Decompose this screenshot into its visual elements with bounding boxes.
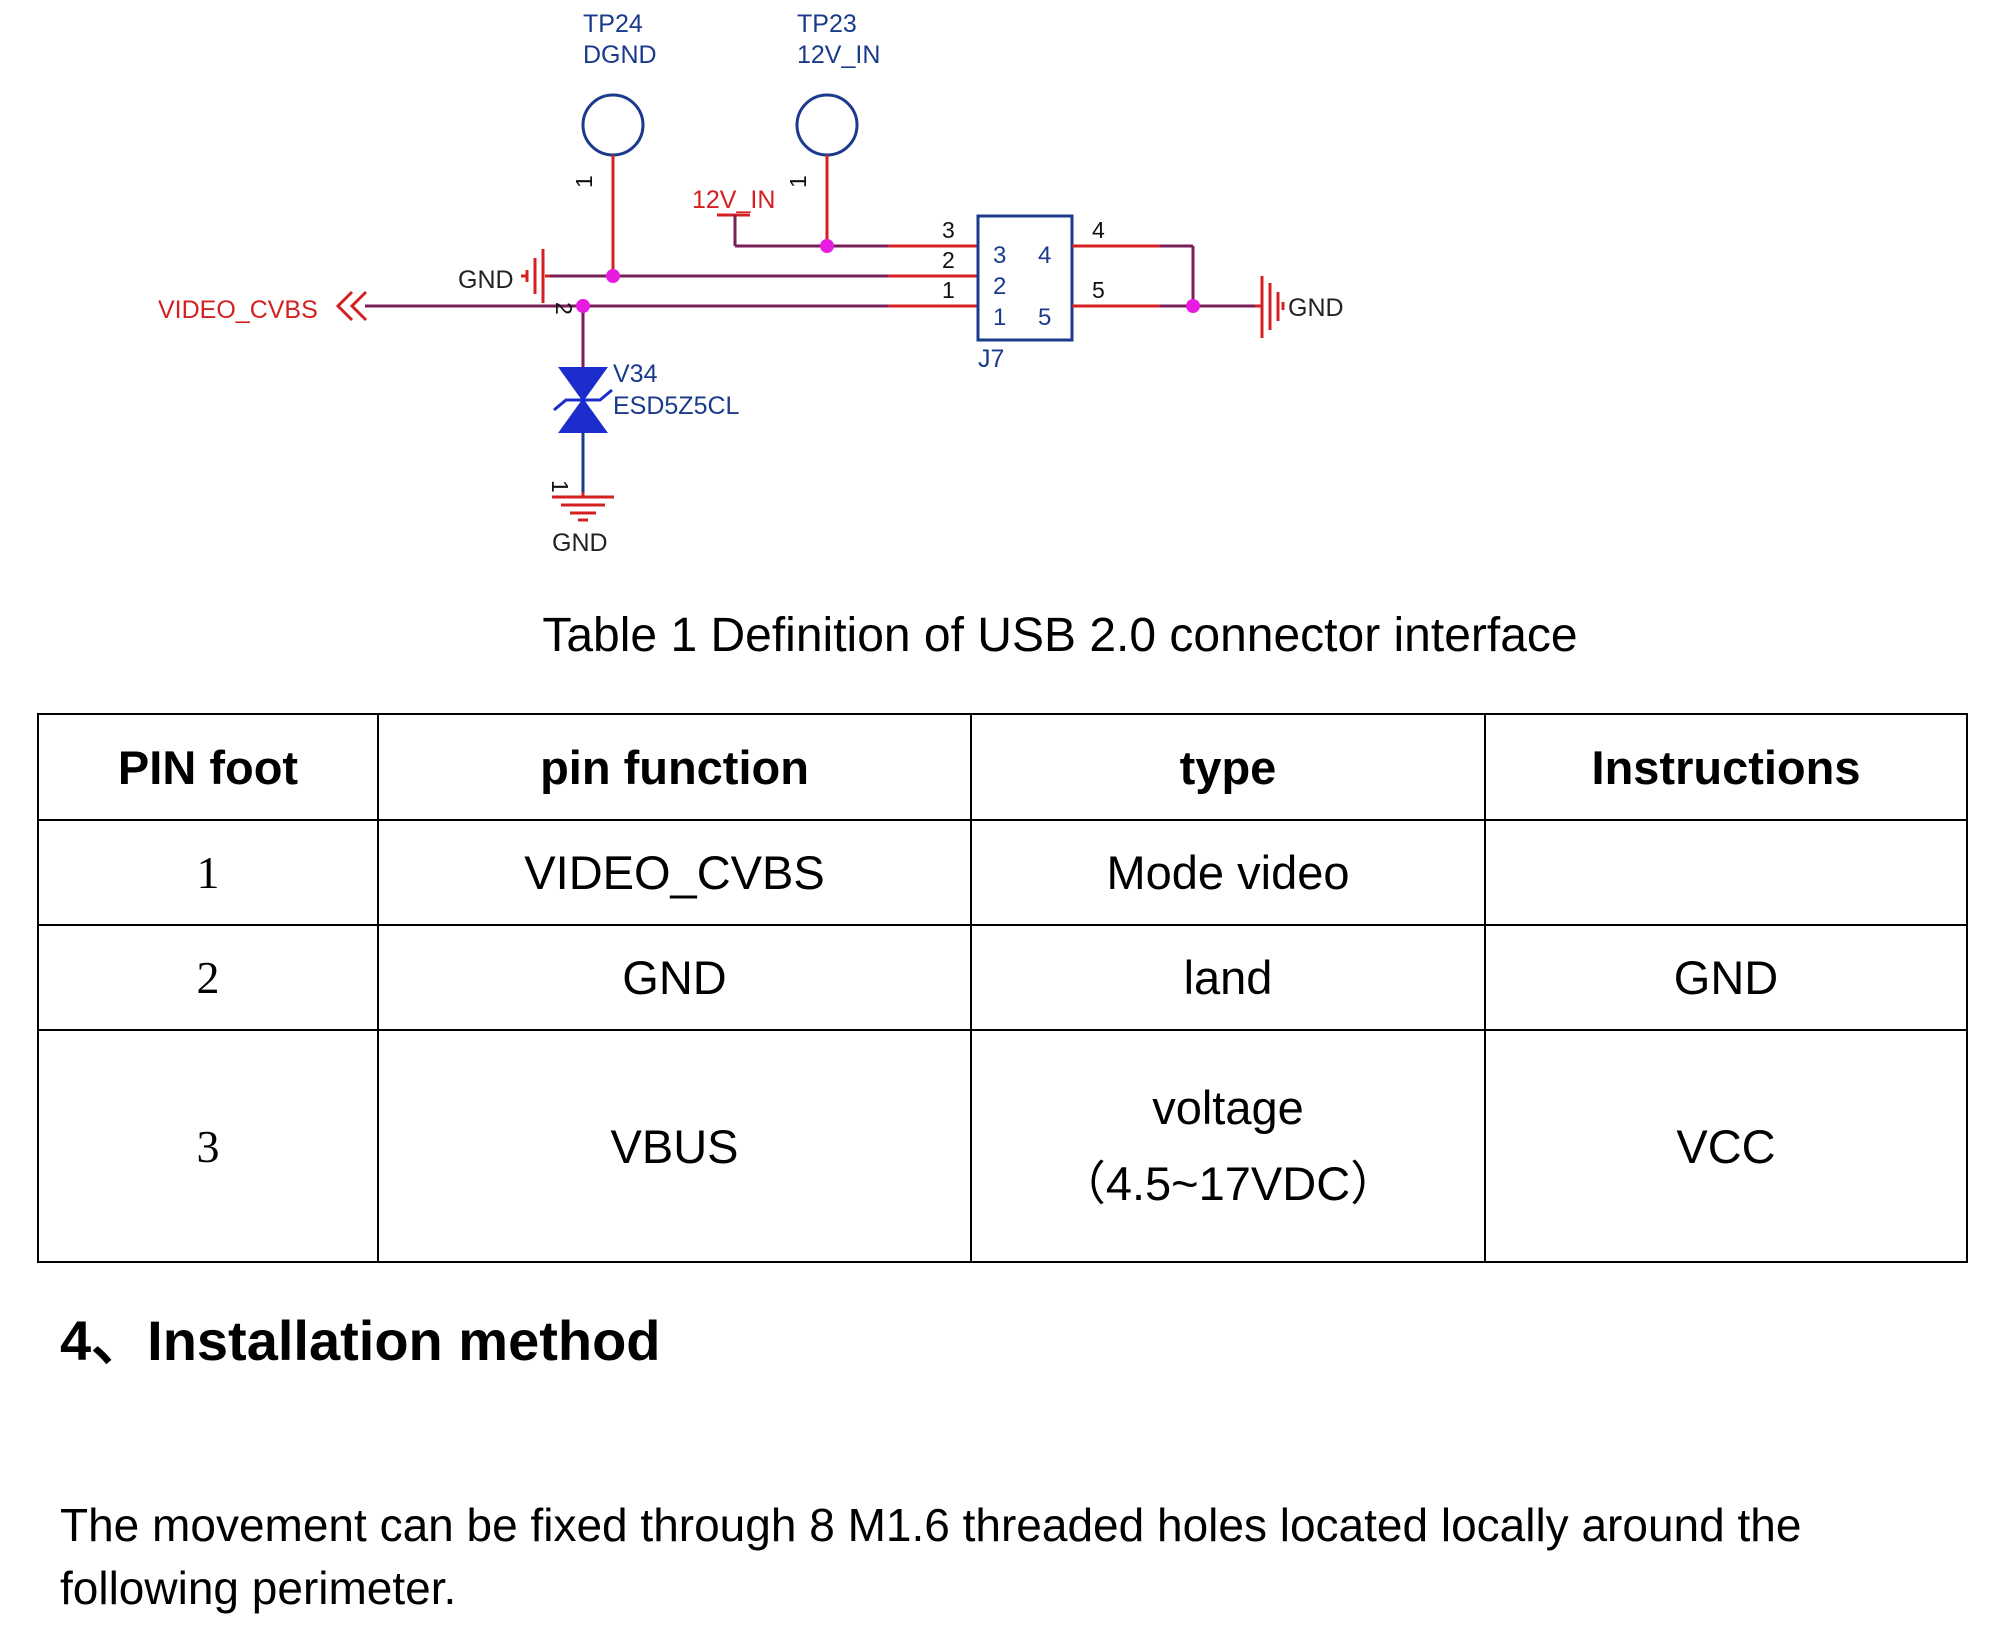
cell-function: GND: [377, 924, 972, 1031]
cell-function: VIDEO_CVBS: [377, 819, 972, 926]
tp23-pin-number: 1: [785, 175, 811, 188]
connector-inner-pin-4: 4: [1038, 242, 1051, 269]
right-gnd-label: GND: [1288, 294, 1344, 322]
connector-inner-pin-2: 2: [993, 273, 1006, 300]
junction-video: [576, 299, 590, 313]
diode-ref-label: V34: [613, 360, 658, 388]
cell-type: voltage （4.5~17VDC）: [970, 1029, 1486, 1263]
tp23-test-point: [795, 93, 859, 157]
cell-pin: 1: [37, 819, 379, 926]
connector-outer-pin-4: 4: [1092, 217, 1105, 243]
cell-type: Mode video: [970, 819, 1486, 926]
bottom-gnd-label: GND: [552, 529, 608, 557]
junction-gnd-right: [1186, 299, 1200, 313]
cell-function: VBUS: [377, 1029, 972, 1263]
tp24-net-label: DGND: [583, 41, 657, 69]
tp24-ref-label: TP24: [583, 10, 643, 38]
connector-inner-pin-3: 3: [993, 242, 1006, 269]
connector-j7-body: [976, 214, 1074, 342]
connector-outer-pin-2: 2: [942, 247, 955, 273]
tp24-pin-number: 1: [571, 175, 597, 188]
tp23-ref-label: TP23: [797, 10, 857, 38]
net-12v-label: 12V_IN: [692, 186, 775, 214]
junction-tp23: [820, 239, 834, 253]
table-header-row: PIN foot pin function type Instructions: [37, 713, 1968, 821]
diode-part-label: ESD5Z5CL: [613, 392, 740, 420]
cell-type-line: voltage: [1152, 1081, 1304, 1134]
diode-pin-2: 2: [551, 302, 577, 315]
connector-j7-ref: J7: [978, 345, 1004, 373]
bottom-gnd-symbol: [552, 492, 614, 522]
pin-definition-table: PIN foot pin function type Instructions …: [37, 713, 1968, 1263]
header-instructions: Instructions: [1484, 713, 1968, 821]
connector-outer-pin-3: 3: [942, 217, 955, 243]
table-row: 1 VIDEO_CVBS Mode video: [37, 819, 1968, 926]
body-paragraph: The movement can be fixed through 8 M1.6…: [60, 1499, 1802, 1614]
tp23-net-label: 12V_IN: [797, 41, 880, 69]
connector-inner-pin-5: 5: [1038, 304, 1051, 331]
header-pin-foot: PIN foot: [37, 713, 379, 821]
cell-type-line: Mode video: [1106, 845, 1350, 899]
cell-type: land: [970, 924, 1486, 1031]
cell-instructions: [1484, 819, 1968, 926]
left-gnd-symbol: [521, 249, 550, 303]
junction-tp24: [606, 269, 620, 283]
connector-inner-pin-1: 1: [993, 304, 1006, 331]
tp24-test-point: [581, 93, 645, 157]
cell-type-line: （4.5~17VDC）: [1058, 1157, 1398, 1210]
table-row: 3 VBUS voltage （4.5~17VDC） VCC: [37, 1029, 1968, 1263]
table-caption: Table 1 Definition of USB 2.0 connector …: [542, 609, 1578, 662]
connector-outer-pin-1: 1: [942, 277, 955, 303]
right-gnd-symbol: [1255, 276, 1285, 338]
cell-instructions: VCC: [1484, 1029, 1968, 1263]
header-type: type: [970, 713, 1486, 821]
cell-pin: 2: [37, 924, 379, 1031]
left-gnd-label: GND: [458, 266, 514, 294]
cell-pin: 3: [37, 1029, 379, 1263]
schematic-diagram: TP24 DGND 1 TP23 12V_IN 1 12V_IN 3 2 1 4…: [158, 10, 1344, 557]
video-cvbs-port-arrow: [335, 290, 368, 322]
diode-v34-symbol: [553, 367, 613, 433]
diode-pin-1: 1: [547, 480, 573, 493]
table-row: 2 GND land GND: [37, 924, 1968, 1031]
connector-outer-pin-5: 5: [1092, 277, 1105, 303]
video-cvbs-port-label: VIDEO_CVBS: [158, 296, 318, 324]
header-pin-function: pin function: [377, 713, 972, 821]
cell-type-line: land: [1183, 950, 1273, 1004]
section-heading: 4、Installation method: [60, 1309, 661, 1372]
cell-instructions: GND: [1484, 924, 1968, 1031]
